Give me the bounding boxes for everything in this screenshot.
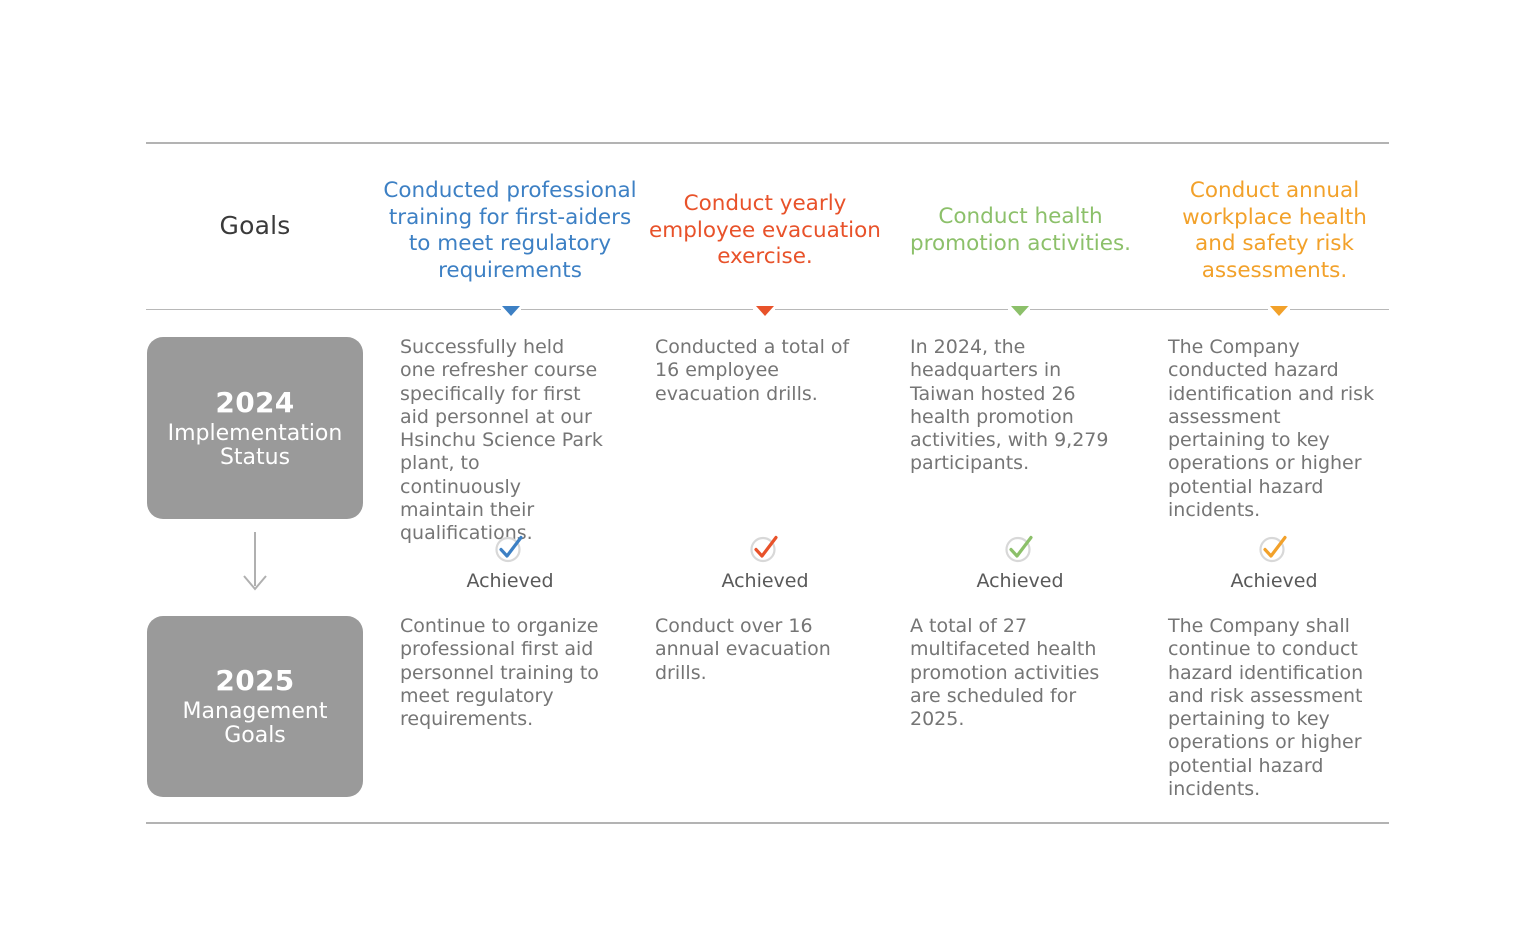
- divider-mid-segment: [1290, 309, 1389, 310]
- goal-title-evacuation-exercise: Conduct yearly employee evacuation exerc…: [649, 191, 881, 269]
- status-2024-health-promotion: In 2024, the headquarters in Taiwan host…: [910, 336, 1109, 475]
- goal-2025-evacuation-exercise: Conduct over 16 annual evacuation drills…: [655, 615, 831, 684]
- divider-mid-segment: [775, 309, 1008, 310]
- row-label-line2: Goals: [224, 723, 286, 748]
- status-badge-evacuation-exercise: Achieved: [685, 534, 845, 592]
- goal-title-risk-assessment: Conduct annual workplace health and safe…: [1182, 178, 1367, 283]
- status-badge-risk-assessment: Achieved: [1194, 534, 1354, 592]
- status-badge-label: Achieved: [976, 570, 1064, 592]
- check-circle-icon: [940, 534, 1100, 564]
- check-circle-icon: [430, 534, 590, 564]
- goal-2025-first-aid-training: Continue to organize professional first …: [400, 615, 599, 731]
- divider-mid-segment: [146, 309, 501, 310]
- status-2024-first-aid-training: Successfully held one refresher course s…: [400, 336, 603, 545]
- status-badge-health-promotion: Achieved: [940, 534, 1100, 592]
- row-label-line1: Implementation: [167, 420, 343, 446]
- triangle-down-icon: [1270, 306, 1288, 316]
- status-badge-label: Achieved: [1230, 570, 1318, 592]
- year-2024: 2024: [215, 385, 295, 419]
- divider-bottom: [146, 822, 1389, 824]
- row-label-line1: Management: [182, 699, 328, 724]
- row-header-goals: Goals: [219, 211, 291, 240]
- goal-title-first-aid-training: Conducted professional training for firs…: [383, 178, 637, 283]
- arrow-down-icon: [237, 532, 273, 596]
- row-label-2024-implementation-status: 2024 Implementation Status: [147, 337, 363, 519]
- status-badge-label: Achieved: [721, 570, 809, 592]
- status-2024-evacuation-exercise: Conducted a total of 16 employee evacuat…: [655, 336, 850, 405]
- status-badge-first-aid-training: Achieved: [430, 534, 590, 592]
- check-circle-icon: [685, 534, 845, 564]
- status-2024-risk-assessment: The Company conducted hazard identificat…: [1168, 336, 1375, 522]
- year-2025: 2025: [215, 664, 295, 697]
- row-label-line2: Status: [219, 444, 291, 470]
- goal-2025-risk-assessment: The Company shall continue to conduct ha…: [1168, 615, 1364, 801]
- check-circle-icon: [1194, 534, 1354, 564]
- triangle-down-icon: [1011, 306, 1029, 316]
- triangle-down-icon: [502, 306, 520, 316]
- divider-top: [146, 142, 1389, 144]
- divider-mid-segment: [1030, 309, 1268, 310]
- triangle-down-icon: [756, 306, 774, 316]
- goal-2025-health-promotion: A total of 27 multifaceted health promot…: [910, 615, 1100, 731]
- divider-mid-segment: [521, 309, 753, 310]
- status-badge-label: Achieved: [466, 570, 554, 592]
- goal-title-health-promotion: Conduct health promotion activities.: [909, 204, 1132, 256]
- row-label-2025-management-goals: 2025 Management Goals: [147, 616, 363, 797]
